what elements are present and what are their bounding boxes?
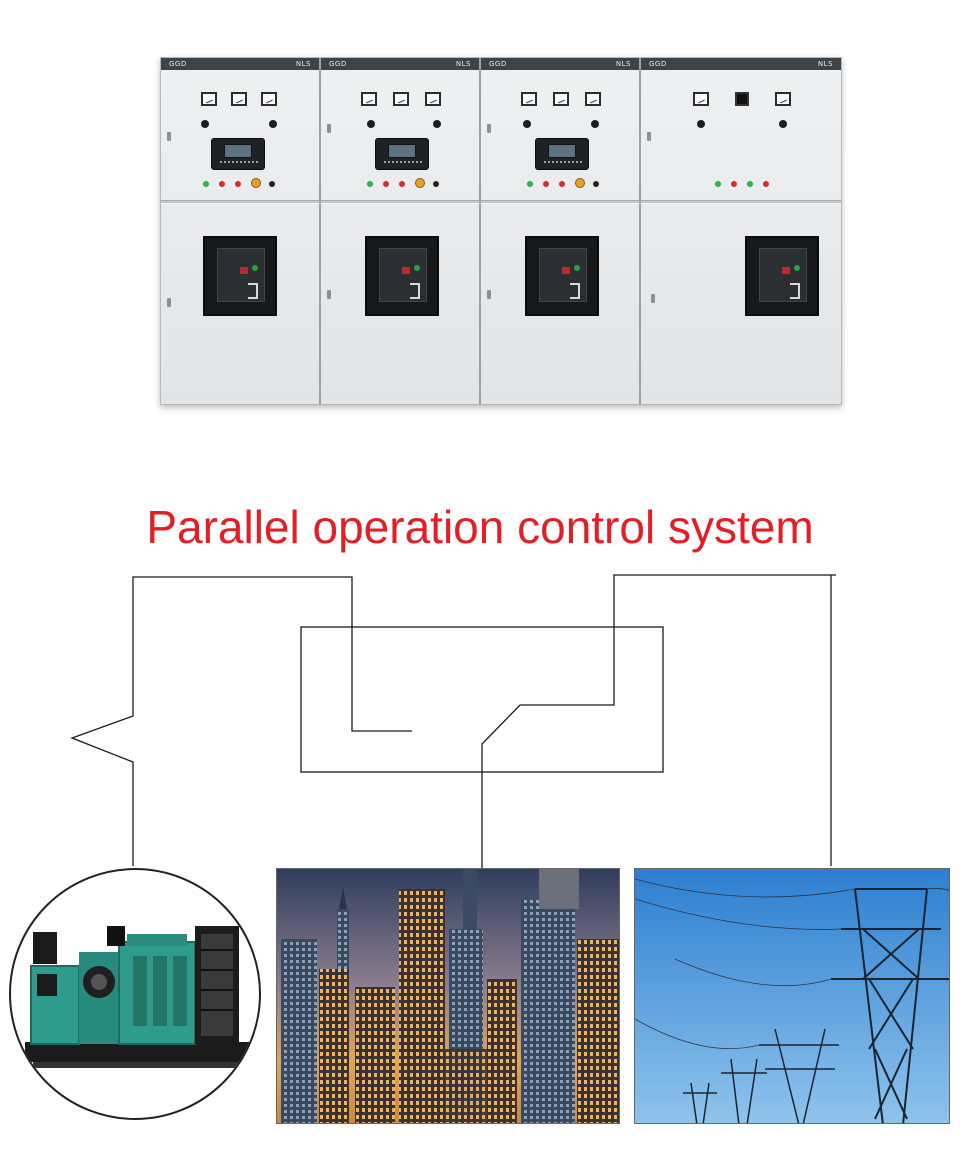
cabinet-4-header: GGD NLS [641,58,841,70]
cabinet-4-left-label: GGD [649,60,667,68]
door-handle-icon [167,298,171,307]
meter-icon [585,92,601,106]
circuit-breaker-panel [365,236,439,316]
cabinet-2-left-label: GGD [329,60,347,68]
meter-icon [201,92,217,106]
selector-switch-icon [523,120,531,128]
circuit-breaker-panel [203,236,277,316]
load-wire [481,574,836,868]
meter-icon [231,92,247,106]
emergency-stop-icon [575,178,585,188]
switchgear-cabinet-photo: GGD NLS GGD NLS [160,57,842,405]
door-handle-icon [651,294,655,303]
meter-icon [393,92,409,106]
city-skyline-icon [277,869,619,1123]
cabinet-1-header: GGD NLS [161,58,319,70]
indicator-lamp-red [763,181,769,187]
generator-set-icon [25,926,251,1068]
cabinet-2-header: GGD NLS [321,58,479,70]
emergency-stop-icon [415,178,425,188]
circuit-breaker-panel [525,236,599,316]
indicator-lamp-green [527,181,533,187]
indicator-lamp-red [383,181,389,187]
door-handle-icon [647,132,651,141]
indicator-lamp-black [269,181,275,187]
indicator-lamp-black [593,181,599,187]
cabinet-3-header: GGD NLS [481,58,639,70]
cabinet-4: GGD NLS [641,58,841,404]
indicator-lamp-red [543,181,549,187]
indicator-lamp-black [433,181,439,187]
cabinet-1-left-label: GGD [169,60,187,68]
indicator-lamp-red [559,181,565,187]
circuit-breaker-panel [745,236,819,316]
meter-icon [693,92,709,106]
indicator-lamp-green [203,181,209,187]
cabinet-2: GGD NLS [321,58,481,404]
meter-icon [261,92,277,106]
meter-icon [775,92,791,106]
door-handle-icon [327,290,331,299]
cabinet-1-right-label: NLS [295,60,311,68]
indicator-lamp-red [731,181,737,187]
control-box-frame [300,626,664,773]
selector-switch-icon [367,120,375,128]
door-handle-icon [327,124,331,133]
indicator-lamp-green [715,181,721,187]
generator-wire [70,576,412,866]
door-handle-icon [167,132,171,141]
meter-icon [553,92,569,106]
indicator-lamp-red [399,181,405,187]
cabinet-3-left-label: GGD [489,60,507,68]
power-grid-image [634,868,950,1124]
generator-controller [211,138,265,170]
door-handle-icon [487,124,491,133]
selector-switch-icon [201,120,209,128]
transmission-tower-icon [635,869,949,1123]
indicator-lamp-red [235,181,241,187]
cabinet-4-right-label: NLS [817,60,833,68]
indicator-lamp-green [367,181,373,187]
page-title: Parallel operation control system [146,501,814,553]
selector-switch-icon [779,120,787,128]
cabinet-3-right-label: NLS [615,60,631,68]
selector-switch-icon [433,120,441,128]
generator-controller [535,138,589,170]
generator-image [9,868,261,1120]
cabinet-1: GGD NLS [161,58,321,404]
emergency-stop-icon [251,178,261,188]
city-skyline-image [276,868,620,1124]
selector-switch-icon [591,120,599,128]
generator-controller [375,138,429,170]
meter-icon [361,92,377,106]
cabinet-3: GGD NLS [481,58,641,404]
meter-icon [425,92,441,106]
control-module-icon [735,92,749,106]
selector-switch-icon [697,120,705,128]
selector-switch-icon [269,120,277,128]
indicator-lamp-red [219,181,225,187]
indicator-lamp-green [747,181,753,187]
door-handle-icon [487,290,491,299]
cabinet-2-right-label: NLS [455,60,471,68]
meter-icon [521,92,537,106]
